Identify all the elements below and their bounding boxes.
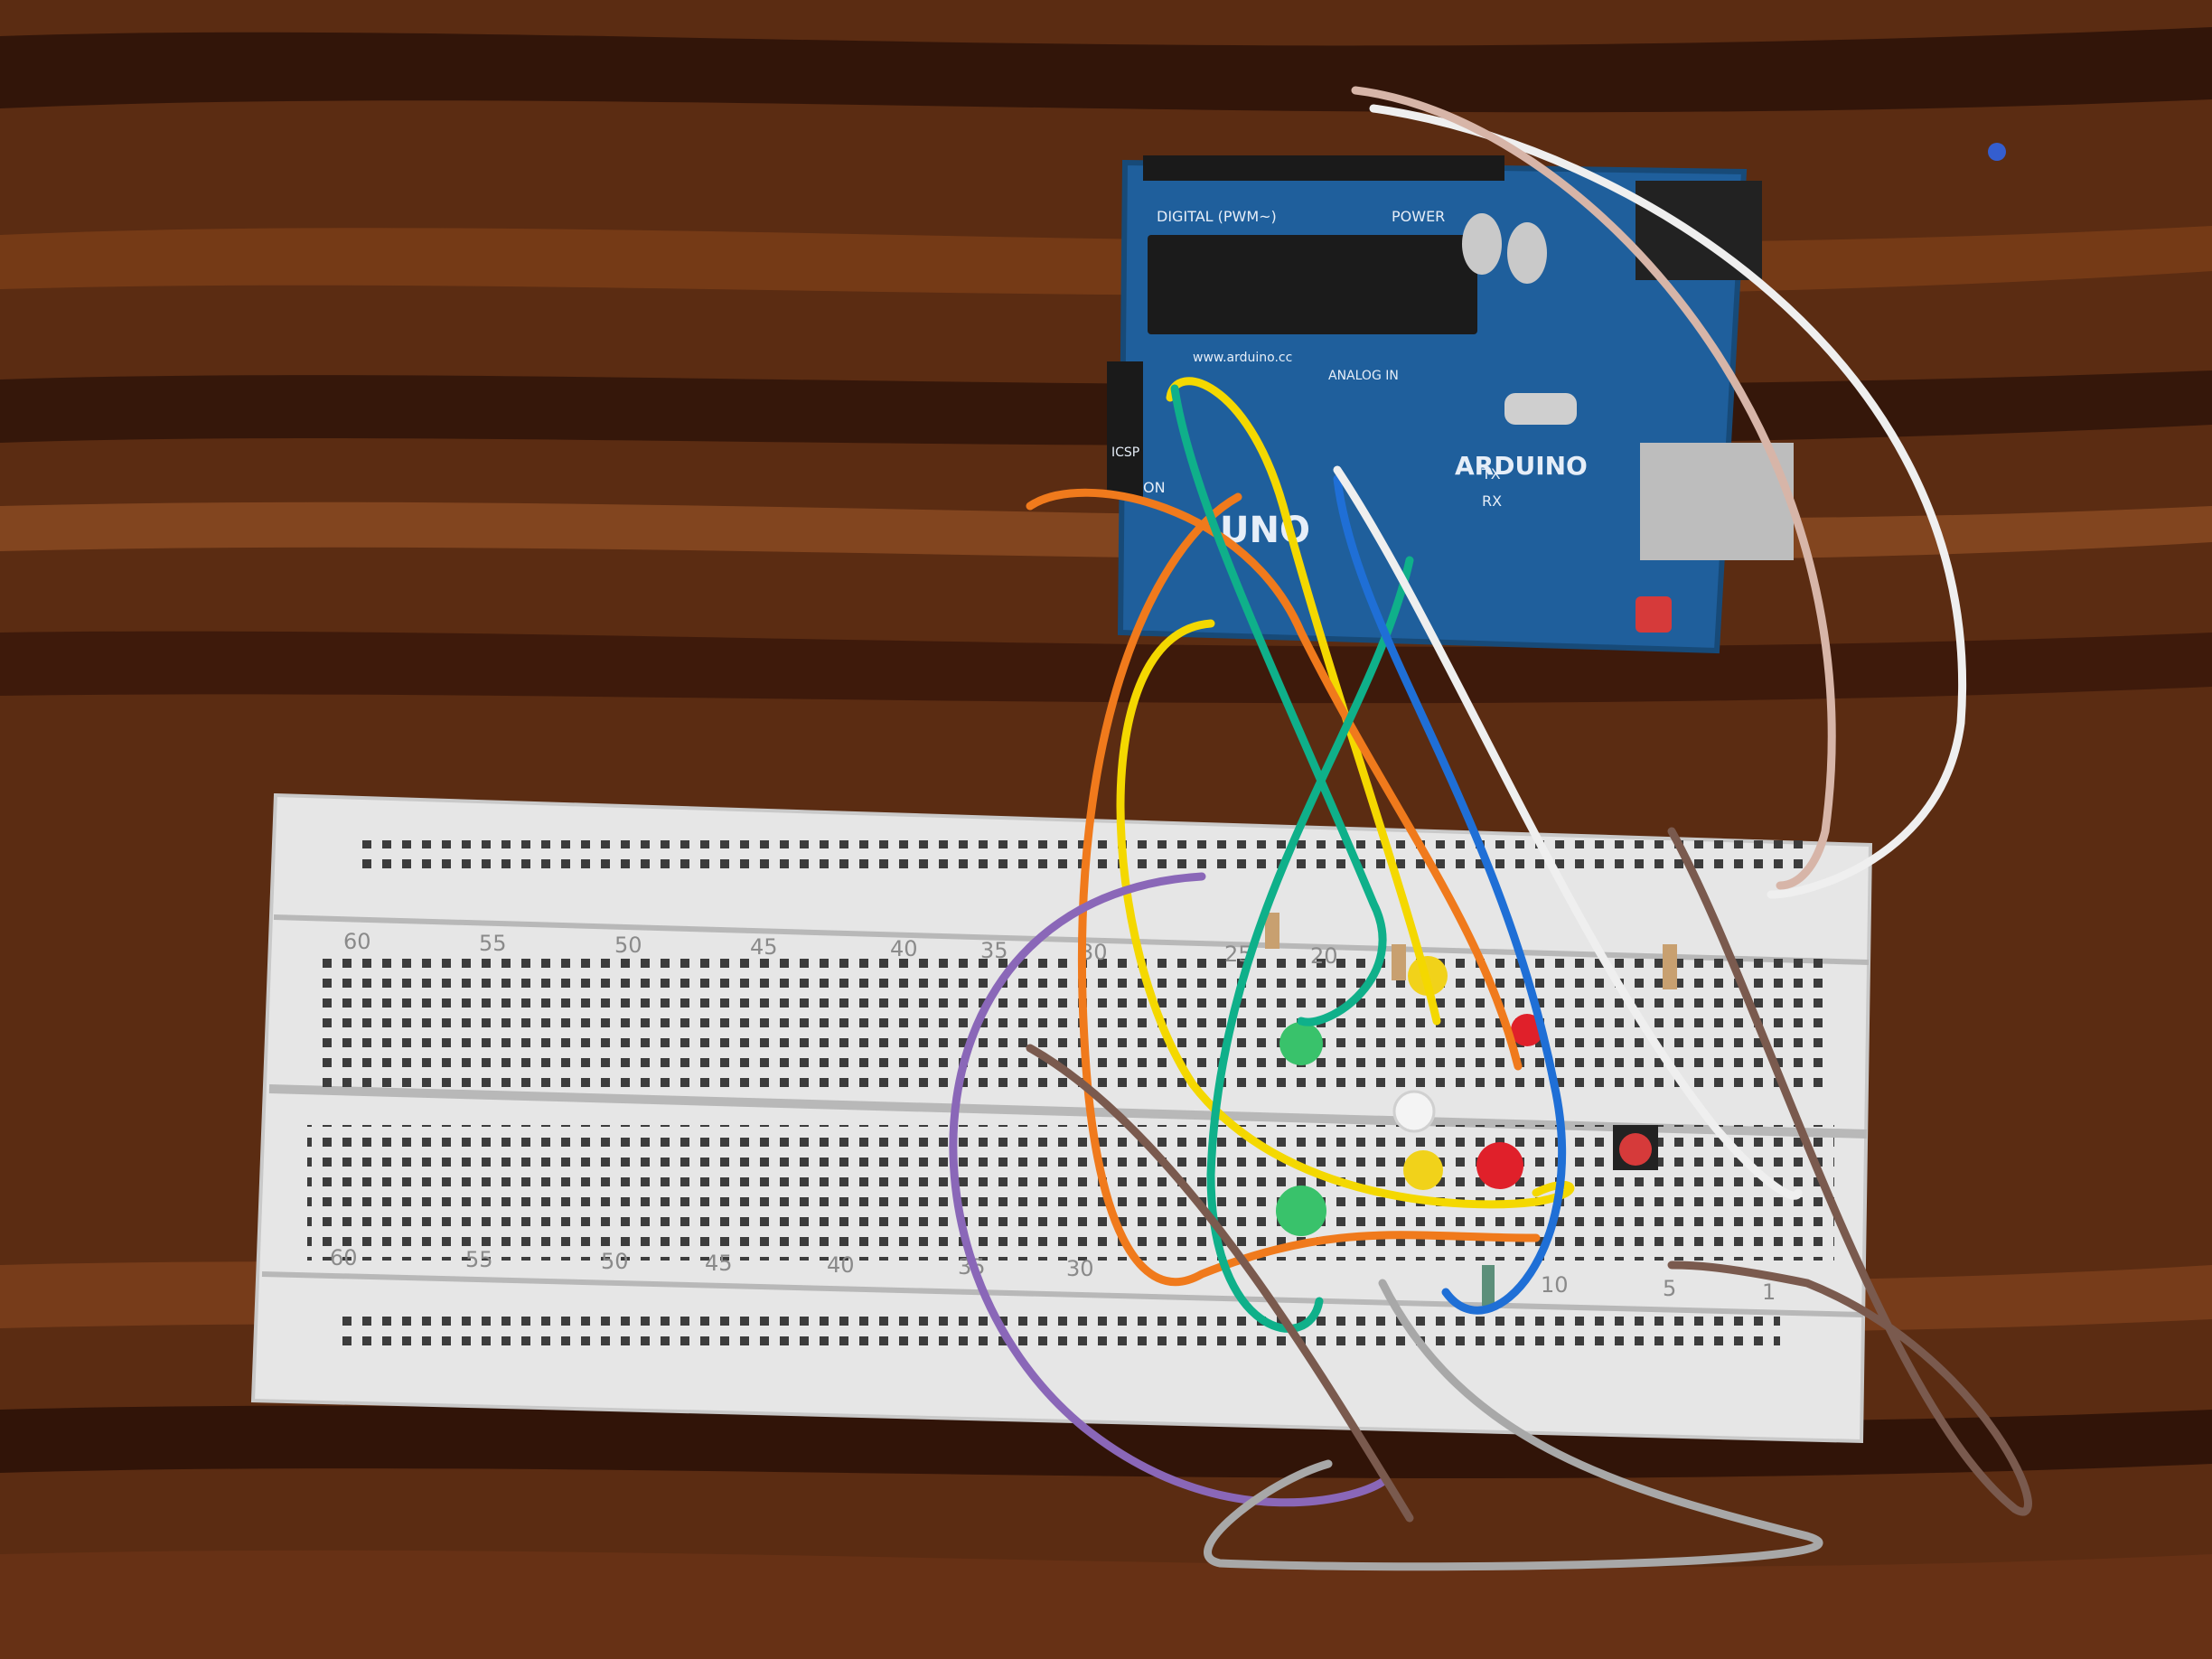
row-number: 60: [330, 1245, 358, 1270]
brown-wire: [1667, 827, 2032, 1516]
row-number: 55: [479, 931, 507, 956]
green-led: [1276, 1186, 1326, 1236]
reset-button: [1636, 596, 1672, 633]
brand-marking: ARDUINO: [1455, 451, 1588, 481]
purple-wire: [949, 872, 1387, 1507]
resistor: [1265, 913, 1279, 949]
red-led: [1511, 1014, 1543, 1046]
upper-row-numbers: 60 55 50 45 40 35 30 25 20: [343, 929, 1338, 969]
capacitor: [1462, 213, 1502, 275]
jumper-wires: [949, 86, 2032, 1571]
row-number: 50: [614, 933, 642, 958]
yellow-led: [1403, 1150, 1443, 1190]
row-number: 45: [750, 934, 778, 960]
white-wire: [1369, 104, 1967, 899]
tx-marking: TX: [1481, 465, 1501, 483]
row-number: 40: [890, 936, 918, 961]
row-number: 30: [1066, 1256, 1094, 1281]
atmega-chip: [1148, 235, 1477, 334]
orange-wire: [1026, 488, 1523, 1071]
icsp-header: [1107, 361, 1143, 497]
row-number: 20: [1310, 943, 1338, 969]
icsp-marking: ICSP: [1111, 445, 1139, 460]
teal-wire: [1206, 556, 1414, 1333]
orange-wire: [1077, 492, 1541, 1287]
row-number: 1: [1762, 1279, 1776, 1305]
on-marking: ON: [1143, 479, 1166, 496]
hole-grid: [307, 840, 1834, 1351]
power-marking: POWER: [1392, 208, 1445, 225]
capacitor: [1507, 222, 1547, 284]
teal-wire: [1170, 384, 1387, 1026]
resistor: [1392, 944, 1406, 980]
row-number: 55: [465, 1247, 493, 1272]
red-led: [1476, 1142, 1523, 1189]
row-number: 50: [601, 1249, 629, 1274]
row-number: 45: [705, 1251, 733, 1276]
grey-wire: [1204, 1279, 1823, 1571]
breadboard: 60 55 50 45 40 35 30 25 20 60 55 50 45 4…: [250, 792, 1873, 1444]
digital-marking: DIGITAL (PWM~): [1157, 208, 1277, 225]
rx-marking: RX: [1482, 492, 1502, 510]
components: [1265, 913, 1677, 1306]
row-number: 35: [980, 938, 1008, 963]
row-number: 40: [827, 1252, 855, 1278]
yellow-wire: [1166, 377, 1441, 1026]
pink-wire: [1351, 86, 1836, 890]
white-wire: [1333, 465, 1803, 1200]
clear-led: [1392, 1090, 1436, 1133]
row-number: 10: [1541, 1272, 1569, 1298]
analog-marking: ANALOG IN: [1328, 369, 1399, 383]
blue-wire: [1333, 474, 1567, 1315]
green-led: [1279, 1022, 1323, 1065]
crystal: [1504, 393, 1577, 425]
resistor: [1482, 1265, 1495, 1306]
usb-port: [1640, 443, 1794, 560]
row-number: 5: [1663, 1276, 1676, 1301]
digital-header: [1143, 155, 1504, 181]
row-number: 60: [343, 929, 371, 954]
push-button-cap: [1619, 1133, 1652, 1166]
resistor: [1663, 944, 1677, 989]
website-marking: www.arduino.cc: [1193, 351, 1292, 365]
brown-wire: [1026, 1044, 1414, 1523]
blue-light-reflection: [1988, 143, 2006, 161]
lower-row-numbers: 60 55 50 45 40 35 30 10 5 1: [330, 1245, 1776, 1305]
